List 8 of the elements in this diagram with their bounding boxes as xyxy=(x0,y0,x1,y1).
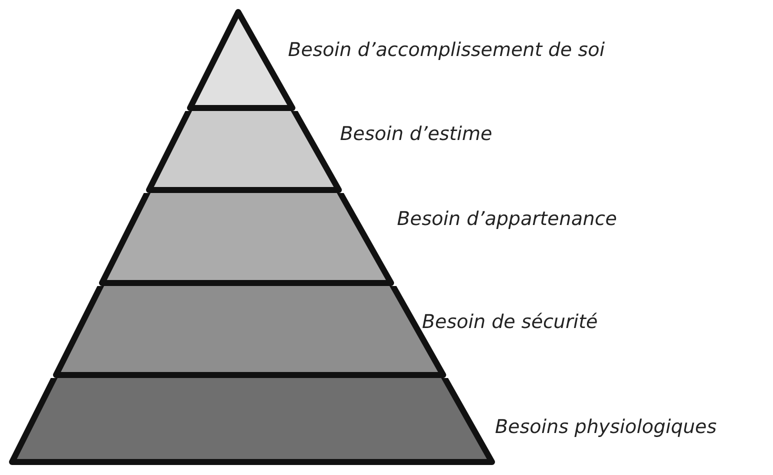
band-label: Besoin d’appartenance xyxy=(397,208,617,230)
band-label: Besoin d’estime xyxy=(340,123,492,145)
band-label: Besoins physiologiques xyxy=(495,416,717,438)
band-label: Besoin d’accomplissement de soi xyxy=(288,39,605,61)
pyramid-band xyxy=(98,193,395,286)
pyramid-band xyxy=(8,378,496,465)
band-label: Besoin de sécurité xyxy=(422,311,598,333)
pyramid-band xyxy=(144,111,342,193)
